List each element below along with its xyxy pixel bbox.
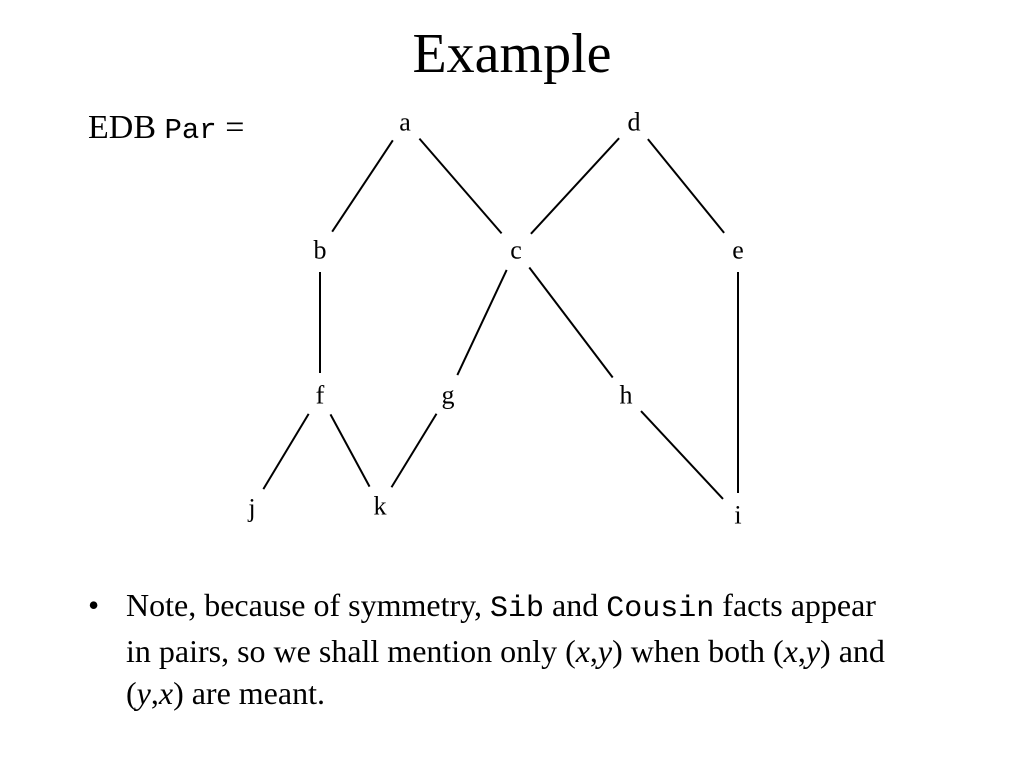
edge-c-h xyxy=(528,266,614,379)
note-text-part: ) when both ( xyxy=(612,633,784,669)
node-d: d xyxy=(628,108,641,137)
note-text-part: ) and ( xyxy=(126,633,885,711)
sib-relation: Sib xyxy=(490,592,545,626)
edb-equals: = xyxy=(216,109,245,146)
node-i: i xyxy=(734,501,741,530)
node-a: a xyxy=(399,108,411,137)
note-comma: , xyxy=(797,633,806,669)
node-j: j xyxy=(247,494,255,523)
node-h: h xyxy=(620,381,633,410)
var-x: x xyxy=(783,633,798,669)
var-y: y xyxy=(597,633,613,669)
slide-title: Example xyxy=(412,23,612,85)
bullet-marker: • xyxy=(88,587,100,623)
edge-d-e xyxy=(647,138,725,234)
node-g: g xyxy=(442,381,455,410)
edge-f-j xyxy=(262,413,310,490)
edge-g-k xyxy=(390,413,438,488)
note-text-part: ) are meant. xyxy=(173,675,325,711)
edge-c-g xyxy=(456,269,508,376)
edb-prefix: EDB xyxy=(88,109,165,146)
note-text-part: and xyxy=(544,587,607,623)
symmetry-note: • Note, because of symmetry, Sib and Cou… xyxy=(88,584,908,714)
var-y: y xyxy=(805,633,821,669)
note-text-part: facts appear in pairs, so we shall menti… xyxy=(126,587,876,669)
node-e: e xyxy=(732,236,744,265)
note-text-part: Note, because of symmetry, xyxy=(126,587,491,623)
edge-a-b xyxy=(331,139,394,233)
relation-name: Par xyxy=(164,114,217,147)
node-k: k xyxy=(374,492,387,521)
node-f: f xyxy=(316,381,325,410)
node-c: c xyxy=(510,236,522,265)
edge-h-i xyxy=(640,410,724,500)
edge-d-c xyxy=(530,137,620,235)
note-text: Note, because of symmetry, Sib and Cousi… xyxy=(126,584,908,714)
nodes: a d b c e f g h j k i xyxy=(247,108,743,530)
edge-a-c xyxy=(418,137,503,235)
var-x: x xyxy=(575,633,590,669)
note-comma: , xyxy=(589,633,598,669)
node-b: b xyxy=(314,236,327,265)
note-comma: , xyxy=(150,675,159,711)
edge-f-k xyxy=(329,413,371,488)
var-y: y xyxy=(136,675,151,711)
edges xyxy=(262,137,739,500)
var-x: x xyxy=(158,675,174,711)
edb-label: EDB Par = xyxy=(88,108,244,151)
cousin-relation: Cousin xyxy=(606,592,715,626)
